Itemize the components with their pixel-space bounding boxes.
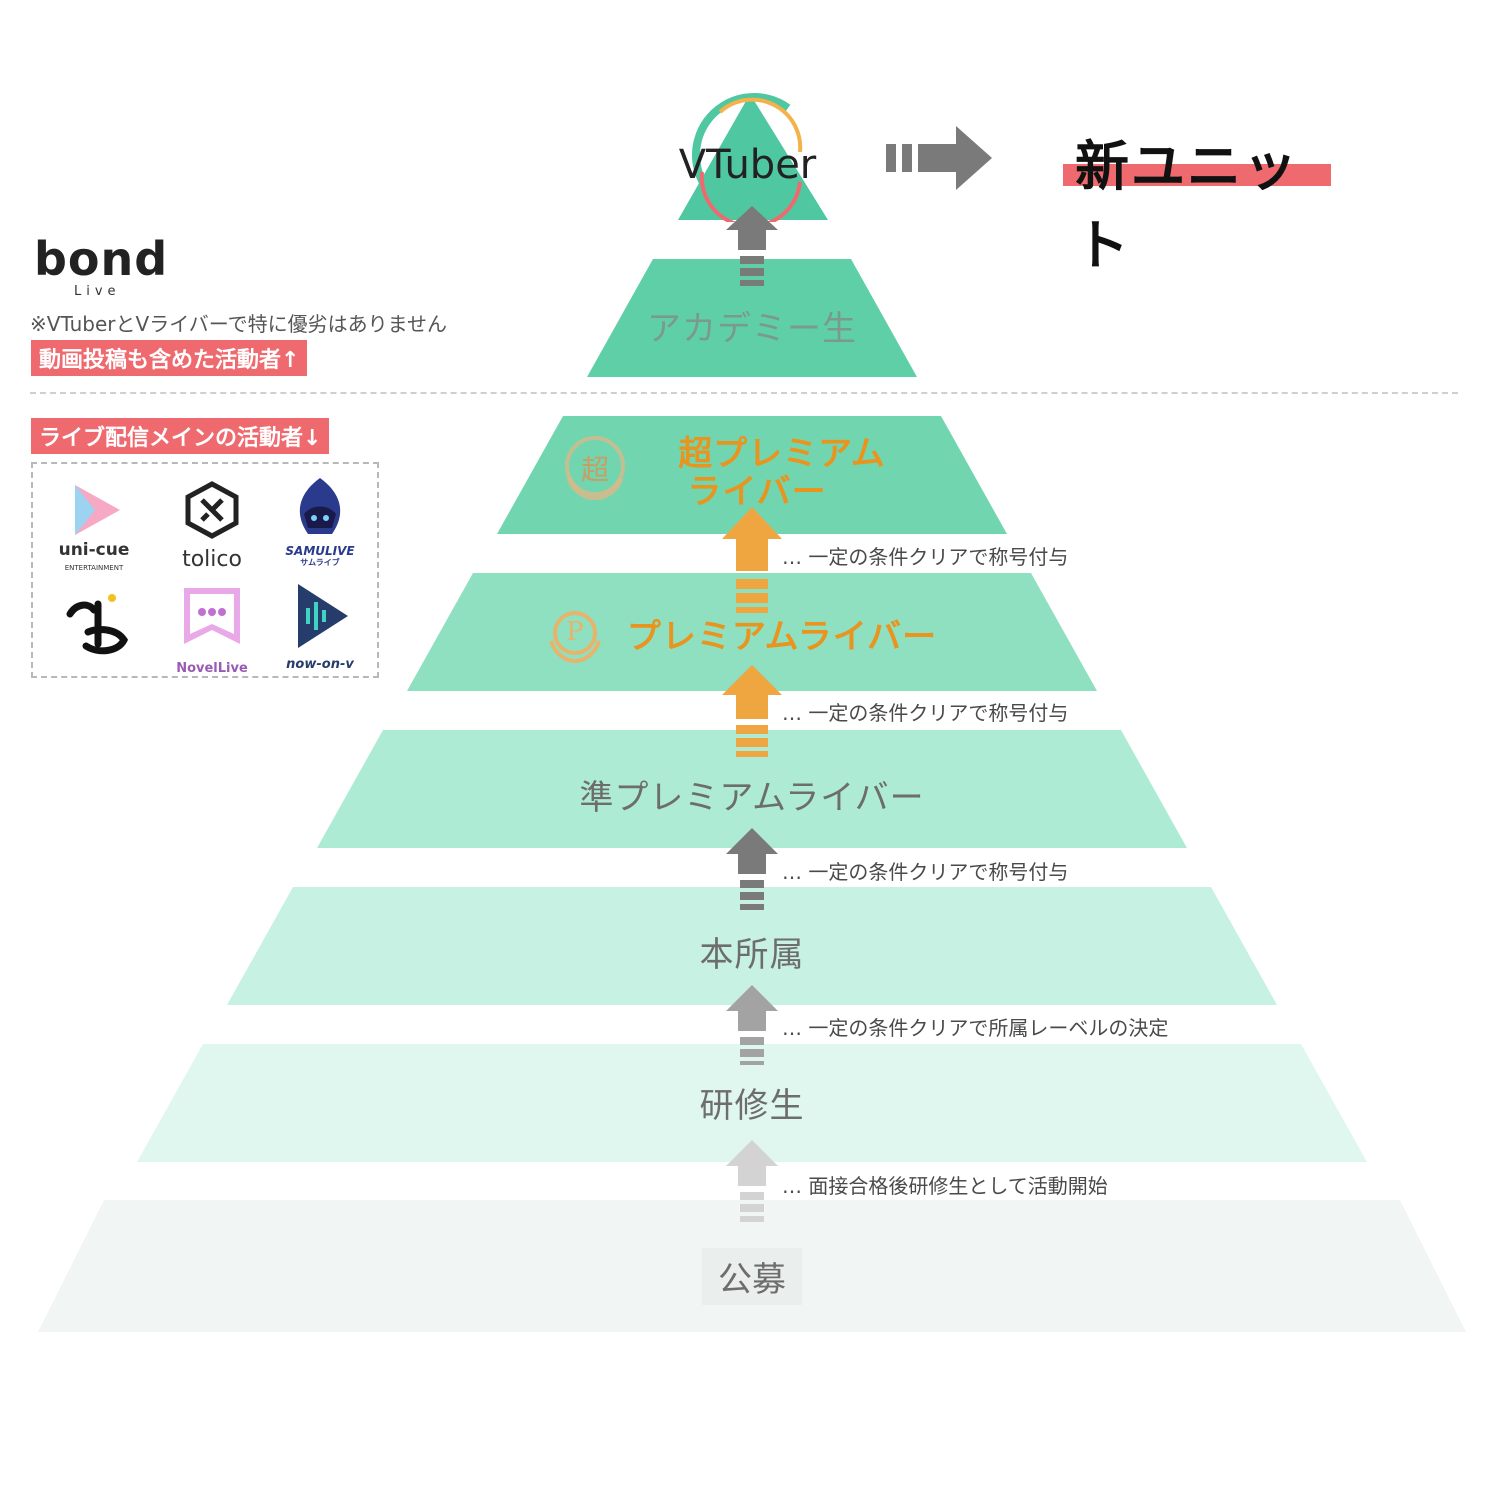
section-divider — [30, 392, 1458, 394]
tier-open: 公募 — [38, 1200, 1466, 1332]
super-badge-icon: 超 — [559, 428, 631, 500]
up-arrow-icon — [726, 206, 778, 290]
label-logos-box: uni-cue ENTERTAINMENT tolico SAMULIVE サム… — [31, 462, 379, 678]
tier-academy: アカデミー生 — [587, 259, 917, 377]
tier-semi-premium: 準プレミアムライバー — [317, 730, 1187, 848]
hiragana-label-logo — [43, 578, 153, 678]
tier-main-label: 本所属 — [699, 935, 805, 975]
video-creators-tag: 動画投稿も含めた活動者↑ — [31, 340, 308, 376]
up-arrow-icon — [722, 507, 782, 617]
tier-semi-premium-label: 準プレミアムライバー — [579, 778, 925, 818]
tier-trainee: 研修生 — [137, 1044, 1367, 1162]
samulive-logo: SAMULIVE サムライブ — [265, 470, 375, 570]
tier-premium-label: プレミアムライバー — [626, 617, 938, 657]
up-arrow-icon — [726, 985, 778, 1069]
up-arrow-icon — [726, 828, 778, 914]
bond-logo: bond Live — [34, 232, 169, 299]
up-arrow-icon — [722, 665, 782, 761]
tier-super-premium-label-1: 超プレミアム — [678, 434, 886, 474]
tier-open-label: 公募 — [702, 1248, 802, 1305]
new-unit-title: 新ユニット — [1063, 118, 1331, 277]
tolico-logo: tolico — [157, 474, 267, 574]
premium-badge-icon: P — [543, 601, 607, 665]
tier-super-premium-label-2: ライバー — [687, 472, 827, 512]
condition-to-trainee: … 面接合格後研修生として活動開始 — [782, 1174, 1108, 1198]
vtuber-emblem: VTuber — [660, 92, 835, 229]
right-arrow-icon — [886, 126, 994, 194]
tier-academy-label: アカデミー生 — [647, 309, 857, 349]
condition-to-super-premium: … 一定の条件クリアで称号付与 — [782, 545, 1069, 569]
tier-premium: P プレミアムライバー — [407, 573, 1097, 691]
condition-to-main: … 一定の条件クリアで所属レーベルの決定 — [782, 1016, 1169, 1040]
tier-trainee-label: 研修生 — [699, 1086, 805, 1126]
condition-to-semi-premium: … 一定の条件クリアで称号付与 — [782, 860, 1069, 884]
equality-note: ※VTuberとVライバーで特に優劣はありません — [30, 312, 447, 336]
tier-main: 本所属 — [227, 887, 1277, 1005]
tier-super-premium: 超 超プレミアム ライバー — [497, 416, 1007, 534]
condition-to-premium: … 一定の条件クリアで称号付与 — [782, 701, 1069, 725]
live-creators-tag: ライブ配信メインの活動者↓ — [31, 418, 330, 454]
vtuber-label: VTuber — [678, 142, 817, 188]
novellive-logo: NovelLive — [157, 578, 267, 678]
up-arrow-icon — [726, 1140, 778, 1226]
uni-cue-logo: uni-cue ENTERTAINMENT — [39, 474, 149, 574]
now-on-v-logo: now-on-v — [265, 574, 375, 674]
